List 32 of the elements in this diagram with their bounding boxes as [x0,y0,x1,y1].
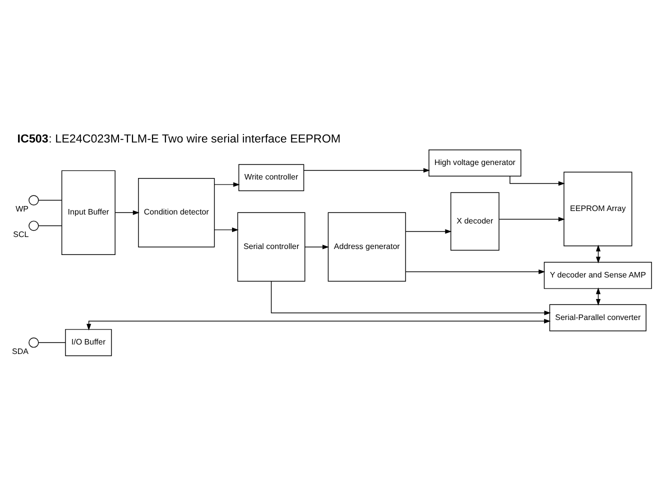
arrow [510,176,565,186]
node-box: I/O Buffer [65,329,112,356]
arrow [304,244,330,250]
arrow [270,280,551,316]
node-label: WP [16,204,28,214]
arrow [114,210,140,215]
node-box: High voltage generator [428,150,522,177]
diagram-title: IC503: LE24C023M-TLM-E Two wire serial interface EEPROM [17,132,341,146]
node-box: EEPROM Array [564,172,632,246]
connector [38,225,62,226]
arrow [405,229,452,234]
node-box: Serial controller [237,212,306,282]
node-box: Address generator [328,212,406,282]
arrow [86,318,551,330]
node-box: Input Buffer [61,170,116,255]
node-circle [28,337,39,348]
node-box: Write controller [238,164,304,192]
node-box: X decoder [450,192,500,251]
arrow [214,182,240,187]
connector [38,200,62,201]
node-label: SCL [13,230,29,239]
arrow [498,216,565,222]
node-circle [28,195,39,206]
arrow [405,269,546,274]
node-box: Y decoder and Sense AMP [544,262,652,289]
node-circle [28,220,39,231]
node-box: Serial-Parallel converter [549,304,646,332]
connector [38,342,66,343]
arrow [303,168,430,173]
node-label: SDA [12,346,28,356]
arrow [214,228,239,232]
node-box: Condition detector [138,178,215,248]
